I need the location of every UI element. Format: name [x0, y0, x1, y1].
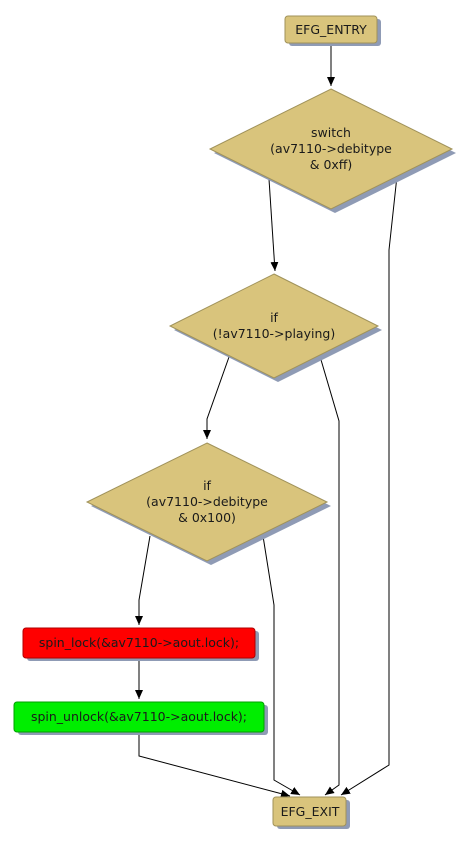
- entry-node[interactable]: EFG_ENTRY: [284, 15, 381, 46]
- edges: [135, 44, 398, 798]
- if-playing-node-diamond: [168, 273, 380, 379]
- spin-unlock-node[interactable]: spin_unlock(&av7110->aout.lock);: [13, 701, 268, 735]
- switch-node-line-3: & 0xff): [310, 157, 353, 172]
- switch-node-line-2: (av7110->debitype: [270, 141, 392, 156]
- if-debitype-node[interactable]: if (av7110->debitype & 0x100): [85, 442, 331, 565]
- if-playing-node-line-2: (!av7110->playing): [213, 326, 335, 341]
- spin-unlock-node-label: spin_unlock(&av7110->aout.lock);: [31, 709, 247, 724]
- spin-unlock-node-box: [13, 701, 265, 733]
- edge-if-debitype-spin-lock: [135, 535, 151, 625]
- entry-node-box: [284, 15, 378, 44]
- spin-lock-node-box: [22, 627, 256, 659]
- switch-node-line-1: switch: [311, 125, 351, 140]
- spin-lock-node[interactable]: spin_lock(&av7110->aout.lock);: [22, 627, 259, 661]
- edge-spin-unlock-exit: [138, 732, 291, 798]
- edge-if-playing-if-debitype: [203, 356, 230, 439]
- exit-node-box: [272, 796, 347, 827]
- exit-node-label: EFG_EXIT: [281, 804, 340, 819]
- if-debitype-node-line-2: (av7110->debitype: [146, 494, 268, 509]
- if-playing-node[interactable]: if (!av7110->playing): [168, 273, 382, 382]
- spin-lock-node-label: spin_lock(&av7110->aout.lock);: [39, 635, 239, 650]
- edge-if-debitype-exit: [262, 535, 301, 796]
- exit-node[interactable]: EFG_EXIT: [272, 796, 350, 829]
- edge-switch-exit: [340, 175, 398, 796]
- if-debitype-node-line-3: & 0x100): [178, 510, 236, 525]
- switch-node-diamond: [208, 88, 454, 210]
- if-debitype-node-line-1: if: [203, 478, 211, 493]
- edge-switch-if-playing: [268, 178, 279, 272]
- switch-node[interactable]: switch (av7110->debitype & 0xff): [208, 88, 456, 213]
- entry-node-label: EFG_ENTRY: [295, 22, 367, 37]
- if-playing-node-line-1: if: [270, 310, 278, 325]
- if-debitype-node-diamond: [85, 442, 329, 562]
- edge-if-playing-exit: [318, 352, 340, 796]
